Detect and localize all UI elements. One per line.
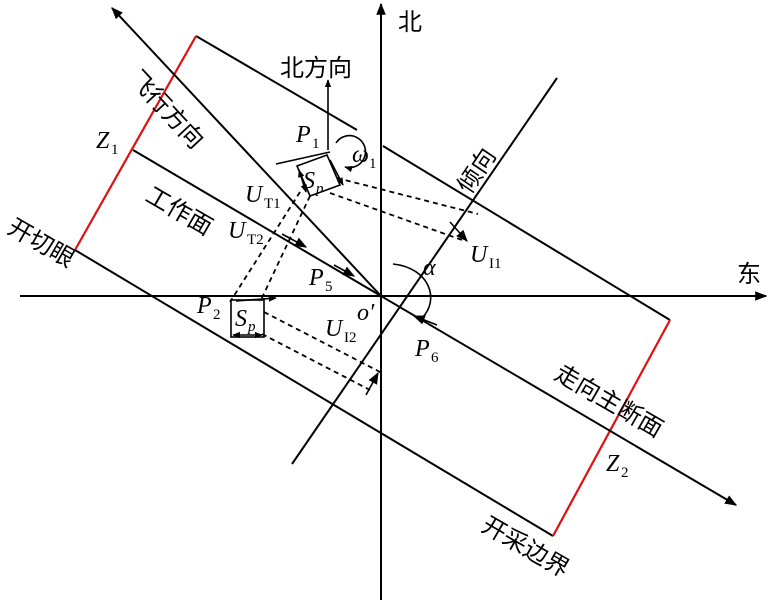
sp-dimension-arrow-1 bbox=[298, 169, 307, 193]
working-face-label: 工作面 bbox=[141, 181, 217, 241]
omega-label: ω1 bbox=[352, 142, 377, 172]
p5-label: P5 bbox=[308, 265, 333, 295]
flight-direction-line bbox=[111, 7, 382, 297]
ui1-projection-a bbox=[336, 177, 479, 215]
ut1-projection-b bbox=[259, 195, 311, 303]
p1-tick-line bbox=[275, 151, 331, 165]
north-axis-label: 北 bbox=[398, 8, 422, 36]
ui1-arrow bbox=[449, 221, 468, 242]
dip-direction-line bbox=[291, 77, 558, 465]
open-cut-label: 开切眼 bbox=[3, 213, 79, 273]
east-axis-label: 东 bbox=[737, 260, 761, 288]
p1-label: P1 bbox=[295, 122, 320, 152]
p6-label: P6 bbox=[414, 336, 439, 366]
origin-label: o′ bbox=[357, 300, 375, 326]
alpha-arc bbox=[392, 263, 432, 319]
north-direction-label: 北方向 bbox=[280, 54, 352, 82]
ui2-projection-a bbox=[263, 311, 383, 374]
p1-motion-arrow bbox=[329, 159, 344, 186]
p5-arrow bbox=[333, 264, 356, 277]
strike-section-line bbox=[132, 149, 738, 506]
p2-motion-arrow bbox=[235, 295, 277, 302]
alpha-label: α bbox=[423, 255, 436, 281]
panel-top-edge-right bbox=[382, 145, 671, 321]
panel-bottom-edge bbox=[74, 249, 554, 537]
ui1-projection-b bbox=[329, 192, 463, 241]
ui2-arrow bbox=[365, 371, 379, 396]
p6-arrow bbox=[412, 315, 438, 326]
ui2-projection-b bbox=[261, 333, 371, 391]
omega-arc bbox=[335, 134, 367, 173]
open-cut-boundary-red bbox=[74, 35, 197, 251]
p2-label: P2 bbox=[196, 293, 221, 323]
mining-limit-boundary-red bbox=[552, 319, 671, 537]
ut2-arrow bbox=[281, 233, 308, 248]
sp-label-2: Sp bbox=[235, 306, 256, 335]
ut1-projection-a bbox=[229, 191, 301, 303]
panel-top-edge-left bbox=[195, 35, 358, 131]
sp-label-1: Sp bbox=[303, 168, 324, 197]
